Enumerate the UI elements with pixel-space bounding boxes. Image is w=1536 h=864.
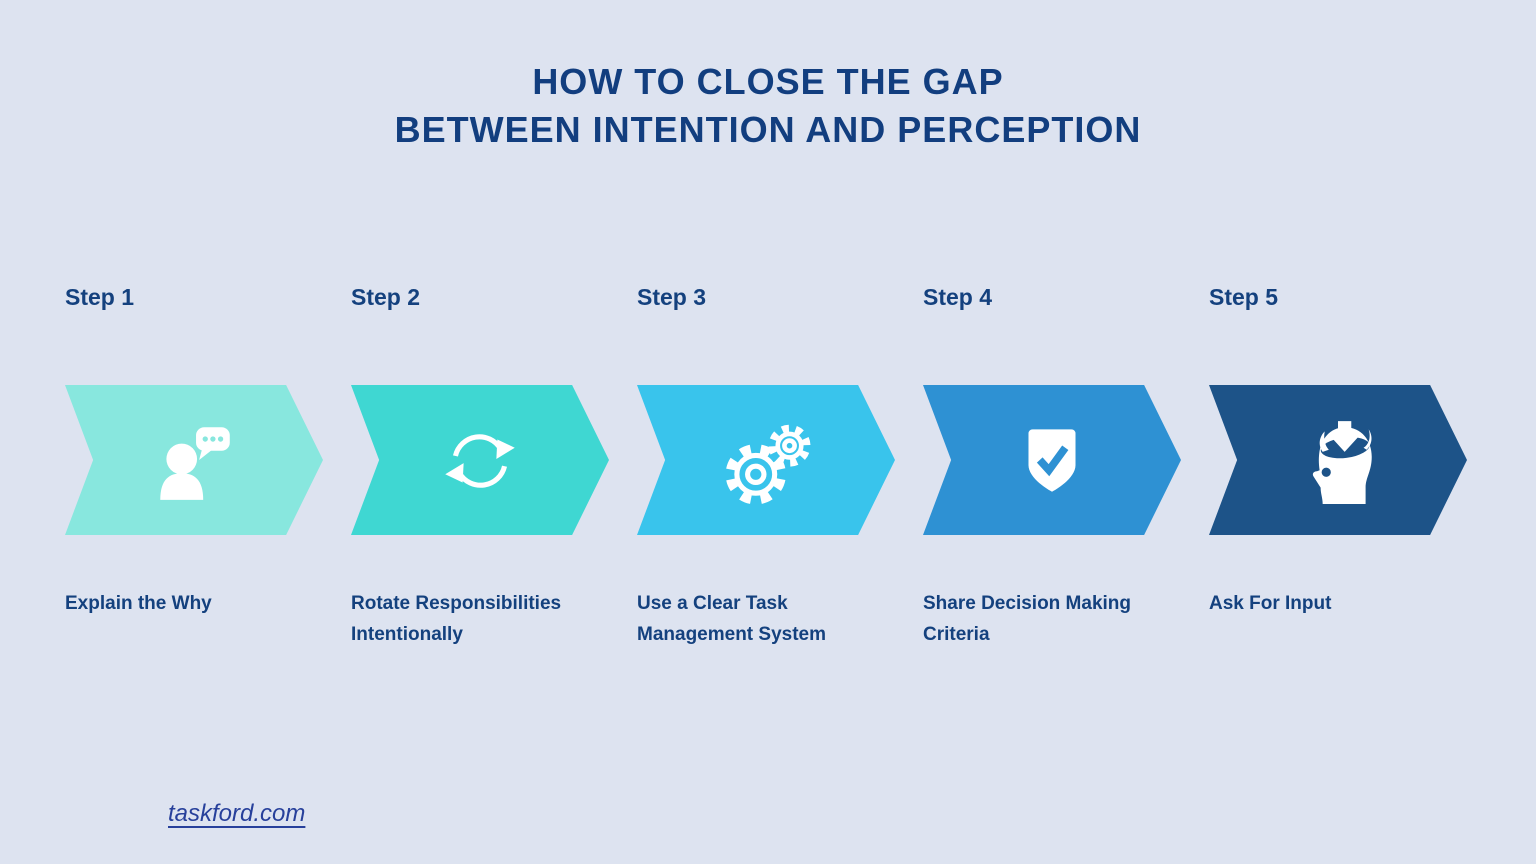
head-input-icon xyxy=(1312,421,1372,504)
step-column-3: Step 3 xyxy=(637,284,895,650)
steps-row: Step 1 Explain the Why Step 2 xyxy=(0,284,1536,650)
step-1-caption: Explain the Why xyxy=(65,593,212,614)
step-2-caption: Rotate Responsibilities Intentionally xyxy=(351,593,562,645)
page-title: HOW TO CLOSE THE GAP BETWEEN INTENTION A… xyxy=(0,0,1536,154)
step-1-label: Step 1 xyxy=(65,284,135,310)
step-3-caption: Use a Clear Task Management System xyxy=(637,593,827,645)
step-2-label: Step 2 xyxy=(351,284,421,310)
website-link[interactable]: taskford.com xyxy=(168,800,306,827)
step-3-arrow xyxy=(637,385,895,535)
step-3-label: Step 3 xyxy=(637,284,707,310)
step-5-arrow xyxy=(1209,385,1467,535)
page-title-line1: HOW TO CLOSE THE GAP xyxy=(532,61,1004,102)
step-column-4: Step 4 Share Decision Making Criteria xyxy=(923,284,1181,650)
step-5-label: Step 5 xyxy=(1209,284,1279,310)
step-column-5: Step 5 Ask For Input xyxy=(1209,284,1467,650)
person-speech-icon xyxy=(160,427,230,500)
step-4-label: Step 4 xyxy=(923,284,993,310)
step-5-caption: Ask For Input xyxy=(1209,593,1332,614)
page-title-line2: BETWEEN INTENTION AND PERCEPTION xyxy=(394,109,1142,150)
step-4-caption: Share Decision Making Criteria xyxy=(923,593,1132,645)
sync-icon xyxy=(445,434,515,488)
step-column-2: Step 2 Rotate Responsibilities Intention… xyxy=(351,284,609,650)
step-column-1: Step 1 Explain the Why xyxy=(65,284,323,650)
gears-icon xyxy=(725,424,811,505)
step-2-arrow xyxy=(351,385,609,535)
step-4-arrow xyxy=(923,385,1181,535)
step-1-arrow xyxy=(65,385,323,535)
shield-check-icon xyxy=(1028,429,1076,492)
